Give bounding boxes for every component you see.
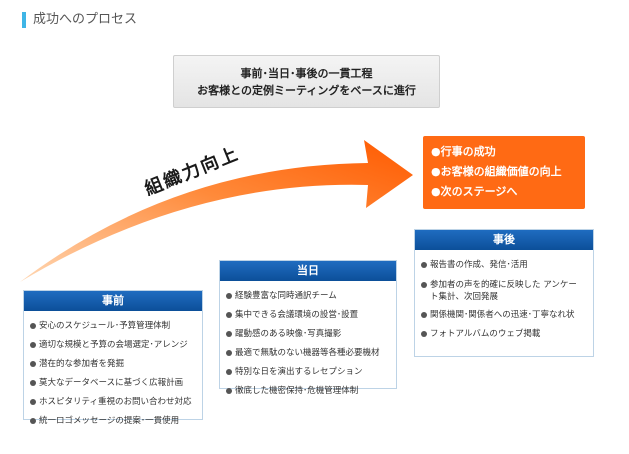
heading-accent-bar	[22, 12, 26, 28]
phase-title: 事前	[24, 291, 202, 311]
phase-list: 報告書の作成、発信･活用 参加者の声を的確に反映した アンケート集計、次回発展 …	[415, 250, 593, 344]
phase-list: 安心のスケジュール･予算管理体制 適切な規模と予算の会場選定･アレンジ 潜在的な…	[24, 311, 202, 431]
outcome-item: ●行事の成功	[431, 145, 496, 158]
list-item: 報告書の作成、発信･活用	[421, 256, 593, 275]
list-item: 統一ロゴメッセージの提案･一貫使用	[30, 412, 202, 431]
list-item: 集中できる会議環境の設営･設置	[226, 306, 396, 325]
list-item: 特別な日を演出するレセプション	[226, 363, 396, 382]
list-item: 参加者の声を的確に反映した アンケート集計、次回発展	[421, 279, 580, 303]
summary-box: 事前･当日･事後の一貫工程 お客様との定例ミーティングをベースに進行	[173, 55, 440, 108]
phase-panel-after: 事後 報告書の作成、発信･活用 参加者の声を的確に反映した アンケート集計、次回…	[414, 229, 594, 357]
phase-list: 経験豊富な同時通訳チーム 集中できる会議環境の設営･設置 躍動感のある映像･写真…	[220, 281, 396, 401]
summary-line-2: お客様との定例ミーティングをベースに進行	[197, 84, 416, 97]
outcome-box: ●行事の成功 ●お客様の組織価値の向上 ●次のステージへ	[423, 136, 585, 209]
phase-panel-before: 事前 安心のスケジュール･予算管理体制 適切な規模と予算の会場選定･アレンジ 潜…	[23, 290, 203, 426]
outcome-item: ●次のステージへ	[431, 185, 518, 198]
outcome-item: ●お客様の組織価値の向上	[431, 165, 562, 178]
growth-arrow-shape	[20, 140, 413, 282]
list-item: ホスピタリティ重視のお問い合わせ対応	[30, 393, 202, 412]
list-item: フォトアルバムのウェブ掲載	[421, 325, 593, 344]
list-item: 関係機関･関係者への迅速･丁寧なれ状	[421, 306, 593, 325]
list-item: 最適で無駄のない機器等各種必要機材	[226, 344, 396, 363]
phase-title: 当日	[220, 261, 396, 281]
list-item: 莫大なデータベースに基づく広報計画	[30, 374, 202, 393]
summary-line-1: 事前･当日･事後の一貫工程	[240, 67, 373, 80]
list-item: 適切な規模と予算の会場選定･アレンジ	[30, 336, 202, 355]
phase-panel-day: 当日 経験豊富な同時通訳チーム 集中できる会議環境の設営･設置 躍動感のある映像…	[219, 260, 397, 396]
section-heading: 成功へのプロセス	[33, 12, 138, 27]
phase-title: 事後	[415, 230, 593, 250]
list-item: 徹底した機密保持･危機管理体制	[226, 382, 396, 401]
list-item: 安心のスケジュール･予算管理体制	[30, 317, 202, 336]
list-item: 経験豊富な同時通訳チーム	[226, 287, 396, 306]
list-item: 潜在的な参加者を発掘	[30, 355, 202, 374]
list-item: 躍動感のある映像･写真撮影	[226, 325, 396, 344]
